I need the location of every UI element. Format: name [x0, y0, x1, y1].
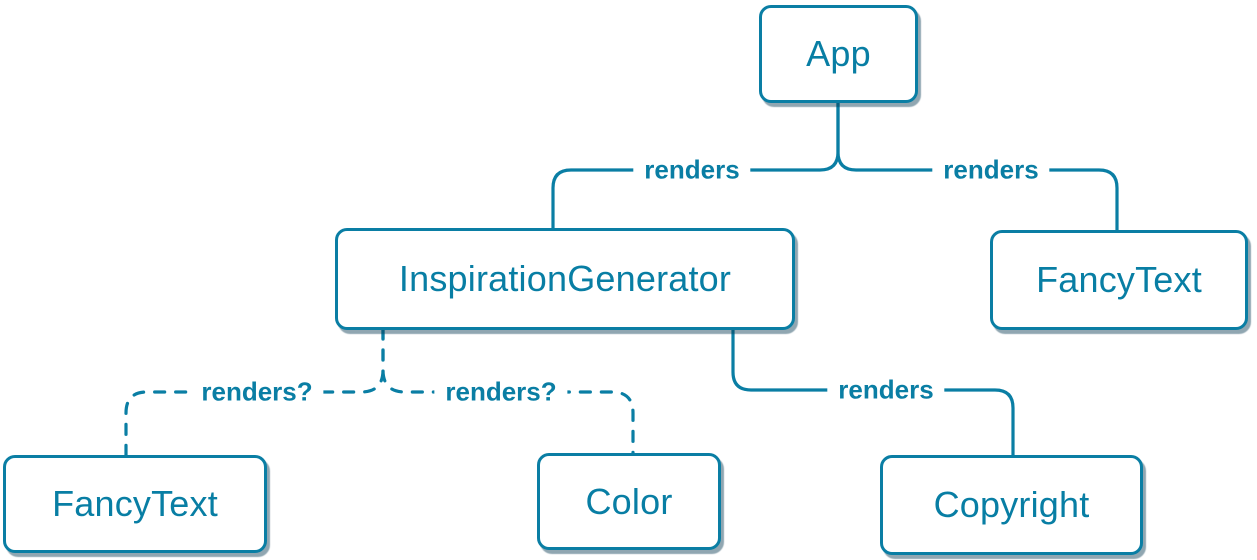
node-fancy-text-top-label: FancyText	[1036, 259, 1202, 300]
node-inspiration-generator: InspirationGenerator	[335, 228, 795, 330]
node-fancy-text-bottom-label: FancyText	[52, 483, 218, 524]
edge-label-inspirationgenerator-copyright: renders	[827, 372, 945, 408]
node-copyright: Copyright	[880, 455, 1143, 555]
edge-label-inspirationgenerator-fancytext: renders?	[190, 374, 324, 410]
node-inspiration-generator-label: InspirationGenerator	[398, 258, 732, 299]
edge-label-inspirationgenerator-color: renders?	[434, 374, 568, 410]
node-app-label: App	[806, 33, 871, 74]
node-fancy-text-top: FancyText	[990, 230, 1248, 330]
edge-label-app-inspirationgenerator: renders	[633, 152, 751, 188]
node-color-label: Color	[585, 480, 673, 522]
node-copyright-label: Copyright	[933, 484, 1090, 525]
node-app: App	[759, 5, 918, 103]
edge-inspirationgenerator-to-color	[381, 327, 635, 456]
edge-label-app-fancytext: renders	[932, 152, 1050, 188]
node-fancy-text-bottom: FancyText	[3, 455, 267, 553]
edge-inspirationgenerator-to-fancytext	[124, 327, 385, 458]
node-color: Color	[537, 453, 721, 550]
